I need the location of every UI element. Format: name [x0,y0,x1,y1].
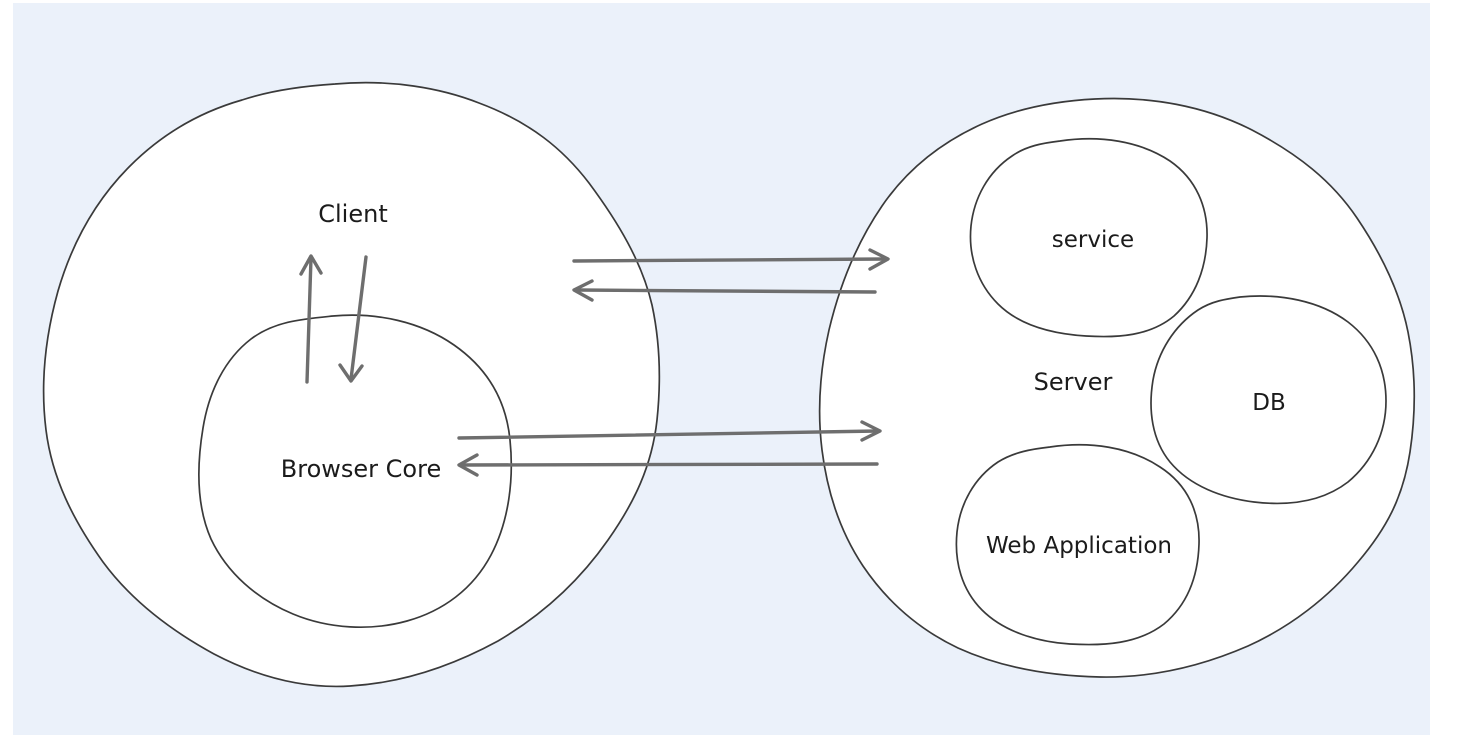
arrow-client-to-server[interactable] [572,248,890,271]
arrow-browser-core-to-server[interactable] [457,420,882,442]
db-label: DB [1252,390,1286,416]
arrow-client-to-browser-core[interactable] [338,255,368,383]
client-label: Client [318,200,387,228]
server-label: Server [1034,368,1113,396]
service-label: service [1052,227,1134,253]
db-circle[interactable] [1150,295,1387,505]
arrow-server-to-client[interactable] [572,279,877,302]
arrow-browser-core-to-client[interactable] [299,254,323,384]
web-application-label: Web Application [986,533,1172,559]
browser-core-label: Browser Core [281,455,441,483]
service-circle[interactable] [969,137,1208,338]
browser-core-circle[interactable] [198,314,513,628]
web-application-circle[interactable] [955,443,1200,646]
arrow-server-to-browser-core[interactable] [457,453,879,477]
